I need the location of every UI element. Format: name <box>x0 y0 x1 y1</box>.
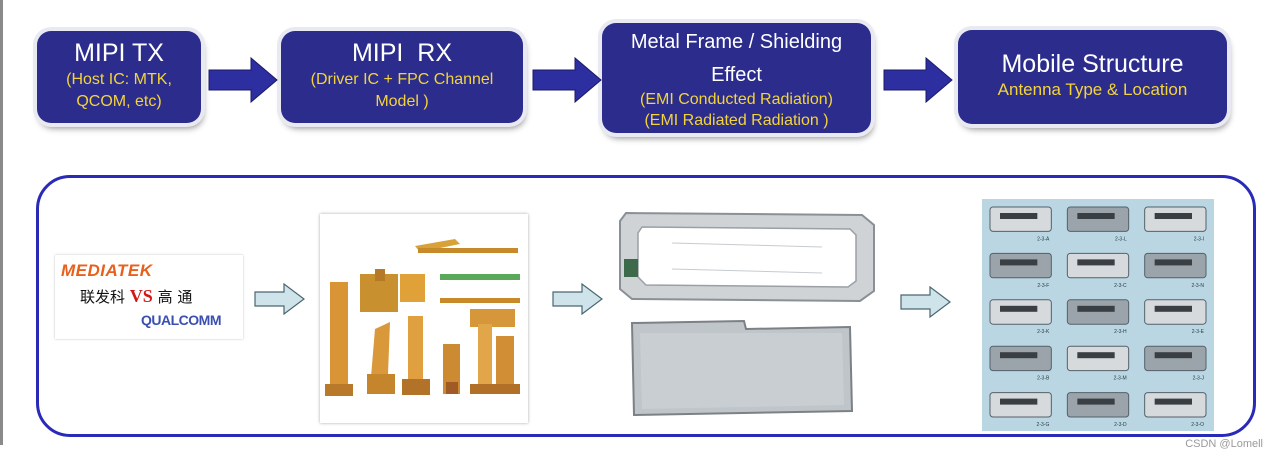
antenna-part-detail <box>1154 305 1192 312</box>
antenna-types-photo: 2-3-A 2-3-F 2-3-K 2-3-B 2-3-G 2-3-L 2-3-C 2-3-H… <box>982 199 1214 431</box>
mipi-rx-title: MIPI RX <box>351 39 452 67</box>
antenna-part <box>989 299 1052 325</box>
antenna-part-detail <box>1077 213 1115 219</box>
antenna-part <box>1066 392 1130 418</box>
antenna-label: 2-3-K <box>1037 329 1050 335</box>
antenna-part <box>989 345 1052 372</box>
metal-frame-sub-1: (EMI Conducted Radiation) <box>640 91 833 108</box>
antenna-label: 2-3-M <box>1114 376 1127 382</box>
metal-frame-box: Metal Frame / Shielding Effect (EMI Cond… <box>602 23 871 133</box>
vendor-comparison-line: 联发科 VS 高 通 <box>80 286 192 307</box>
flow-arrow-2-icon <box>532 56 602 104</box>
mipi-tx-sub-1: (Host IC: MTK, <box>66 71 172 88</box>
antenna-part-detail <box>1000 259 1038 266</box>
mobile-structure-box: Mobile Structure Antenna Type & Location <box>958 30 1227 124</box>
antenna-part <box>1144 252 1207 279</box>
mipi-tx-sub-2: QCOM, etc) <box>76 93 162 110</box>
antenna-part <box>1066 252 1130 279</box>
mipi-rx-box: MIPI RX (Driver IC + FPC Channel Model ) <box>281 31 523 123</box>
antenna-part-detail <box>1077 305 1115 312</box>
metal-frame-title-1: Metal Frame / Shielding <box>630 31 843 53</box>
flow-arrow-3-icon <box>883 56 953 104</box>
antenna-label: 2-3-H <box>1114 329 1127 335</box>
antenna-label: 2-3-B <box>1037 376 1050 382</box>
antenna-label: 2-3-G <box>1037 422 1050 428</box>
antenna-grid: 2-3-A 2-3-F 2-3-K 2-3-B 2-3-G 2-3-L 2-3-C 2-3-H… <box>989 206 1207 428</box>
qualcomm-logo: QUALCOMM <box>141 312 222 328</box>
shielding-plate-photo <box>630 319 854 417</box>
mipi-tx-box: MIPI TX (Host IC: MTK, QCOM, etc) <box>37 31 201 123</box>
antenna-part-detail <box>1154 259 1192 266</box>
antenna-label: 2-3-I <box>1194 236 1204 242</box>
antenna-part <box>1066 206 1130 232</box>
antenna-part-detail <box>1000 305 1038 312</box>
antenna-label: 2-3-J <box>1193 376 1205 382</box>
antenna-part-detail <box>1154 398 1192 405</box>
antenna-part-detail <box>1000 352 1038 359</box>
antenna-label: 2-3-F <box>1037 283 1049 289</box>
chipset-logos-card: MEDIATEK 联发科 VS 高 通 QUALCOMM <box>55 255 243 339</box>
mediatek-logo: MEDIATEK <box>61 261 153 280</box>
fpc-cables-photo <box>320 214 528 423</box>
antenna-part <box>1144 206 1207 232</box>
antenna-label: 2-3-D <box>1114 422 1127 428</box>
qualcomm-cn-name: 高 通 <box>157 288 193 306</box>
antenna-part-detail <box>1000 213 1038 219</box>
mobile-structure-sub: Antenna Type & Location <box>997 80 1188 99</box>
antenna-part-detail <box>1077 259 1115 266</box>
antenna-label: 2-3-E <box>1192 329 1205 335</box>
antenna-part <box>1066 345 1130 372</box>
antenna-label: 2-3-A <box>1037 236 1050 242</box>
antenna-part-detail <box>1000 398 1038 405</box>
panel-arrow-1-icon <box>254 283 305 315</box>
fpc-cables-illustration <box>325 239 520 396</box>
antenna-part <box>989 252 1052 279</box>
antenna-part <box>1144 392 1207 418</box>
mipi-rx-sub-1: (Driver IC + FPC Channel <box>310 71 494 88</box>
vs-label: VS <box>129 286 153 306</box>
antenna-part <box>989 206 1052 232</box>
metal-frame-sub-2: (EMI Radiated Radiation ) <box>644 112 829 129</box>
antenna-label: 2-3-N <box>1191 283 1204 289</box>
panel-arrow-3-icon <box>900 286 951 318</box>
antenna-part <box>1144 299 1207 325</box>
antenna-label: 2-3-O <box>1191 422 1204 428</box>
antenna-part-detail <box>1077 398 1115 405</box>
antenna-part <box>989 392 1052 418</box>
mobile-structure-title: Mobile Structure <box>1001 50 1184 78</box>
mediatek-cn-name: 联发科 <box>80 288 126 306</box>
antenna-label: 2-3-C <box>1114 283 1127 289</box>
antenna-part-detail <box>1154 352 1192 359</box>
antenna-part-detail <box>1077 352 1115 359</box>
panel-arrow-2-icon <box>552 283 603 315</box>
flow-arrow-1-icon <box>208 56 278 104</box>
antenna-part-detail <box>1154 213 1192 219</box>
left-edge-rule <box>0 0 3 445</box>
metal-frame-title-2: Effect <box>711 64 762 86</box>
metal-frame-photo <box>619 211 875 303</box>
csdn-watermark: CSDN @Lomell <box>1185 438 1263 450</box>
antenna-part <box>1066 299 1130 325</box>
antenna-part <box>1144 345 1207 372</box>
mipi-rx-sub-2: Model ) <box>375 93 429 110</box>
mipi-tx-title: MIPI TX <box>74 39 164 67</box>
antenna-label: 2-3-L <box>1115 236 1127 242</box>
